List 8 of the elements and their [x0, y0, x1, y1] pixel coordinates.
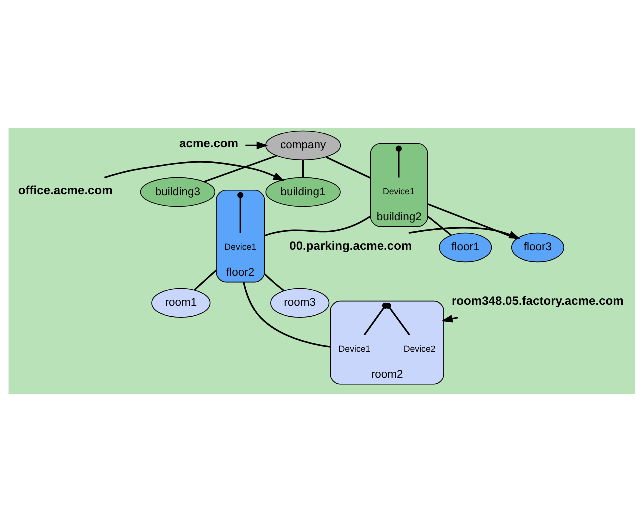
node-text: acme.com	[180, 136, 238, 151]
node-text: 00.parking.acme.com	[290, 238, 412, 253]
node-text: Device1	[224, 242, 257, 252]
node-text: office.acme.com	[18, 183, 113, 198]
node-text: Device1	[382, 186, 415, 197]
node-text: Device2	[404, 344, 436, 354]
node-text: room348.05.factory.acme.com	[452, 294, 624, 308]
node-text: Device1	[338, 344, 371, 354]
